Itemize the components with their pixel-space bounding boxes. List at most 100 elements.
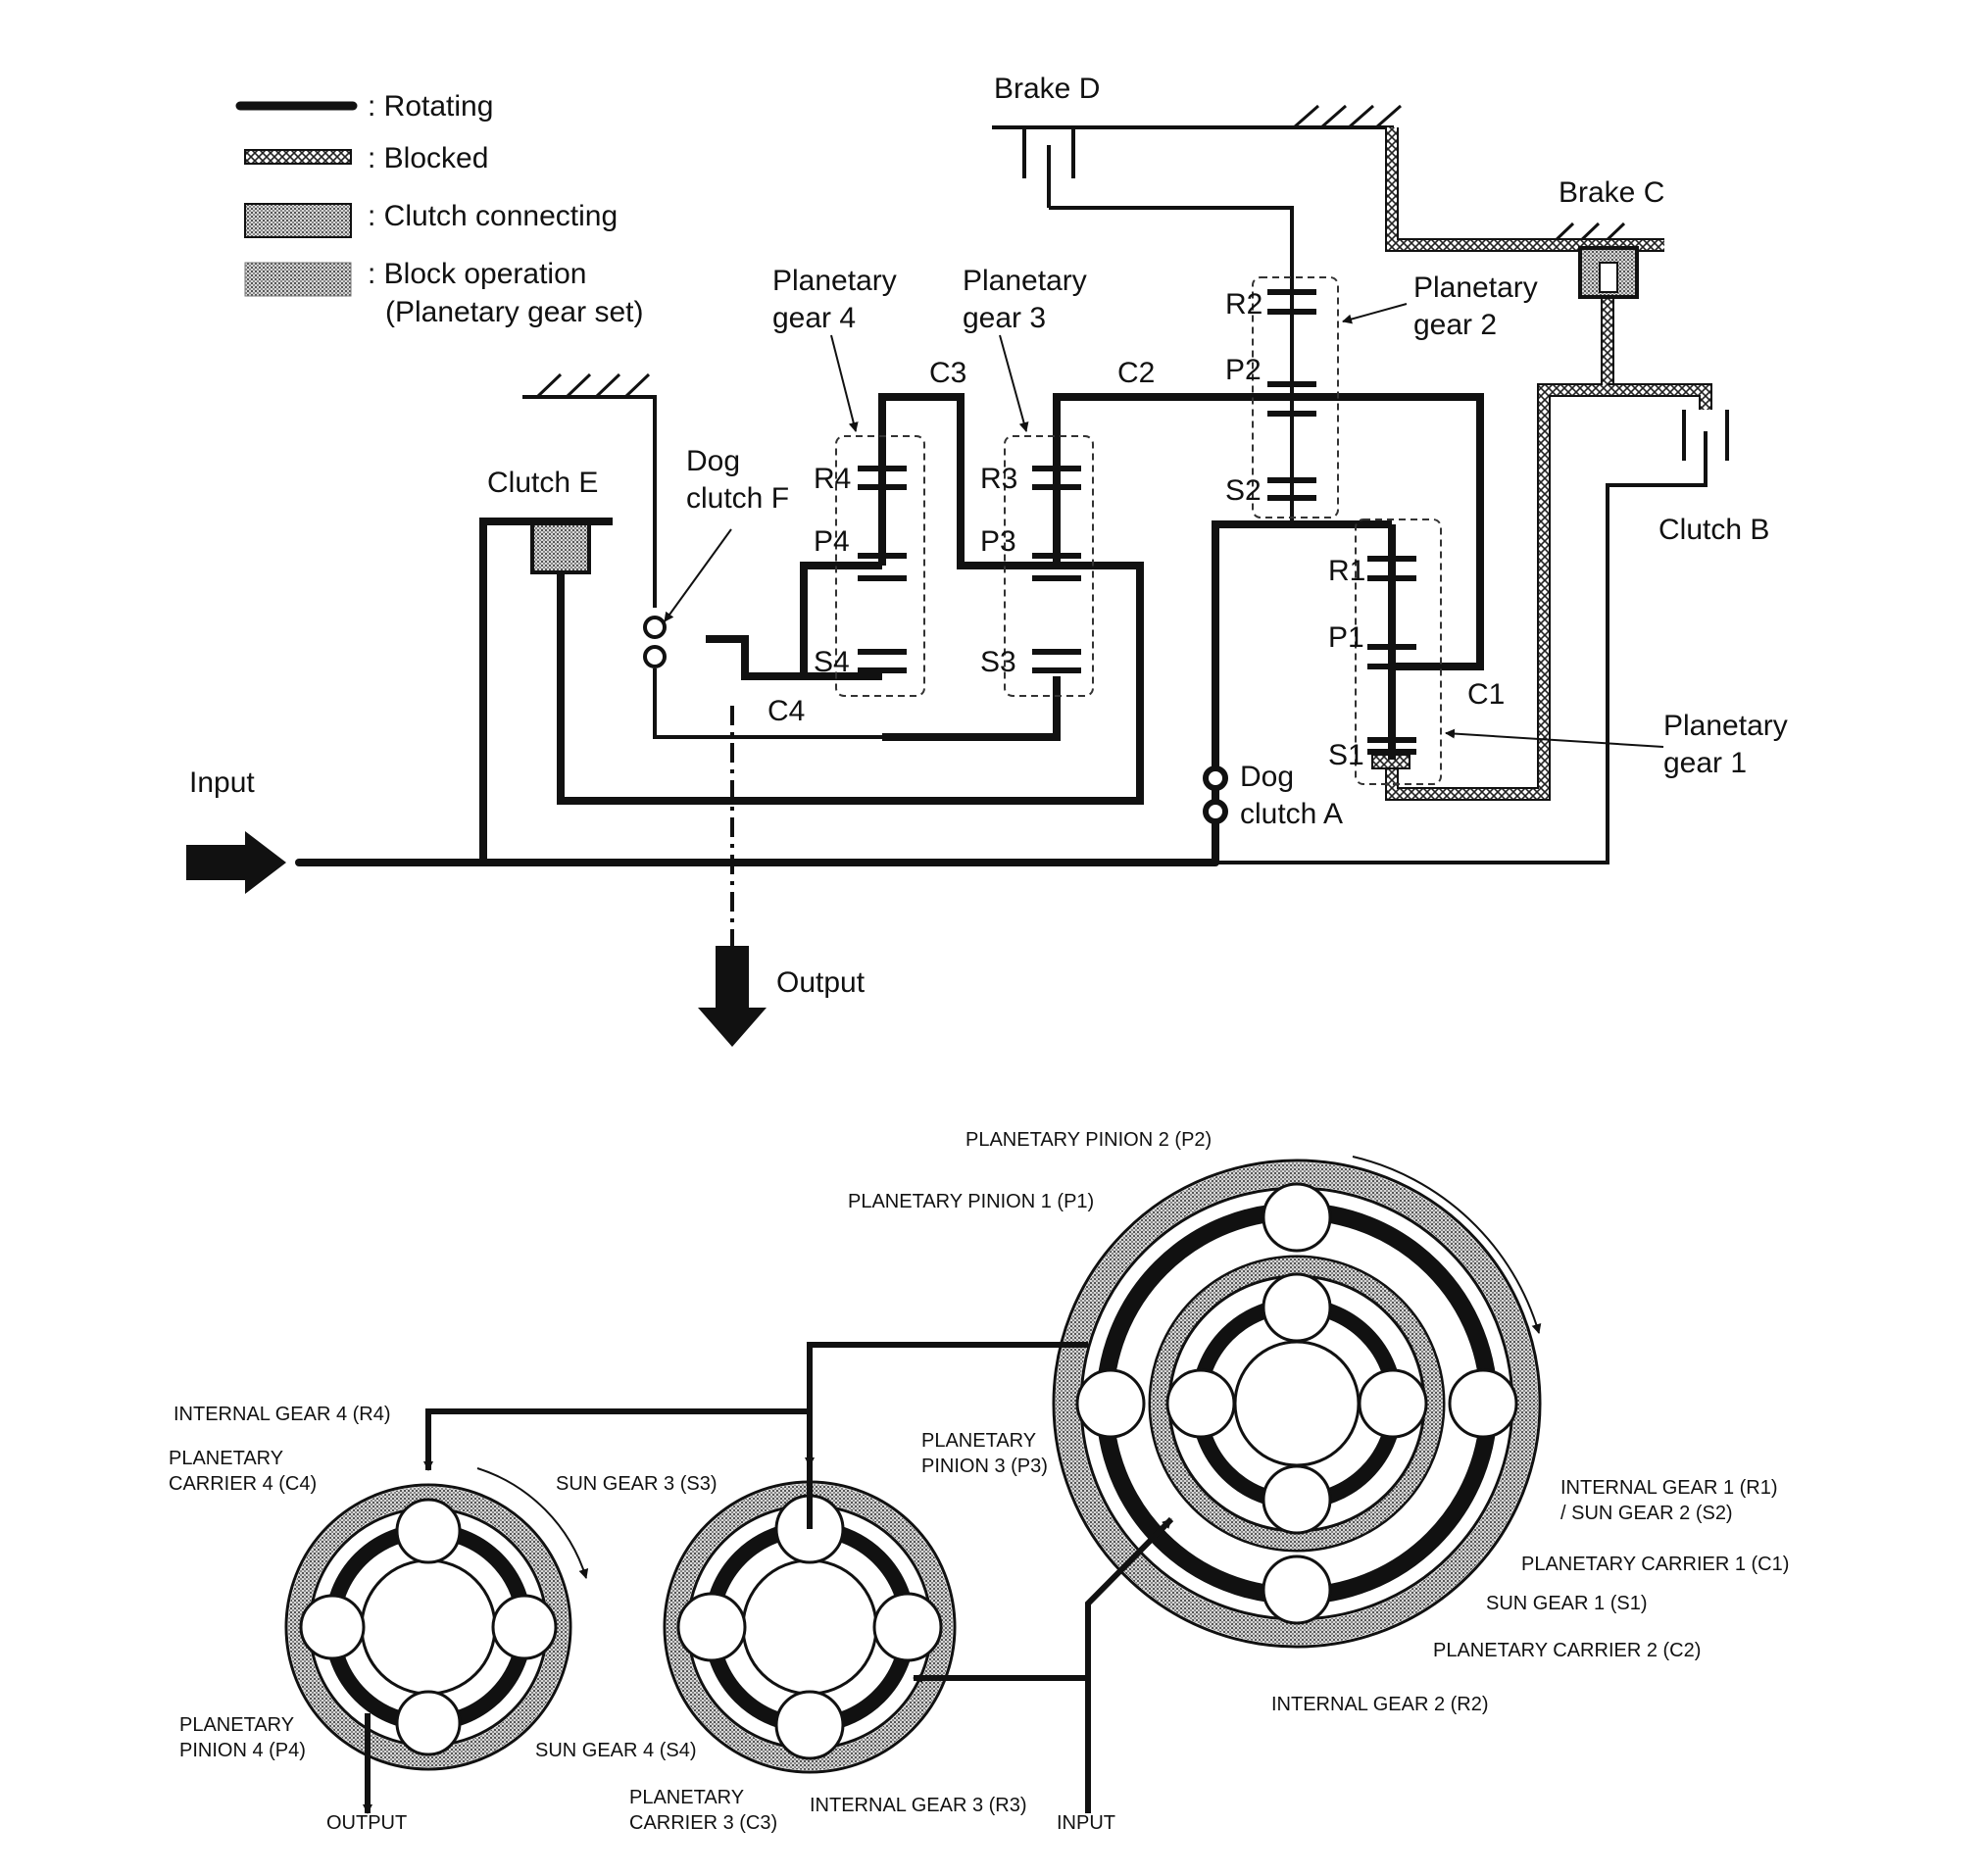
brake-c [1578, 246, 1639, 299]
carrier-3-label: PLANETARY [629, 1787, 744, 1808]
internal-gear-2-label: INTERNAL GEAR 2 (R2) [1271, 1694, 1489, 1715]
planetary-gear-3-label-2: gear 3 [963, 302, 1046, 334]
internal-gear-1-label-2: / SUN GEAR 2 (S2) [1560, 1503, 1733, 1524]
p2-label: P2 [1225, 354, 1262, 386]
legend-block-op-label-2: (Planetary gear set) [385, 296, 643, 328]
legend-clutch-label: : Clutch connecting [368, 200, 618, 232]
s3-label: S3 [980, 646, 1016, 678]
clutch-e [479, 393, 1144, 863]
legend-blocked-label: : Blocked [368, 142, 488, 174]
planetary-gear-4-label-2: gear 4 [772, 302, 856, 334]
input-shaft [186, 831, 1219, 894]
pinion-1-right [1358, 1368, 1428, 1439]
dog-clutch-a [1203, 765, 1228, 824]
s4-label: S4 [814, 646, 850, 678]
dog-clutch-a-label: Dog [1240, 761, 1294, 793]
planetary-gear-2-label-2: gear 2 [1413, 309, 1497, 341]
planetary-gear-3-label: Planetary [963, 265, 1087, 297]
pinion-1-left [1165, 1368, 1236, 1439]
input-view-label: INPUT [1057, 1812, 1115, 1834]
schematic-labels: Brake D Brake C Clutch B Clutch E Dog cl… [189, 73, 1788, 999]
internal-gear-3-label: INTERNAL GEAR 3 (R3) [810, 1795, 1027, 1816]
view-labels: INTERNAL GEAR 4 (R4) PLANETARY CARRIER 4… [169, 1129, 1789, 1834]
pinion-3-bottom [774, 1690, 845, 1760]
dog-clutch-f-label-2: clutch F [686, 482, 789, 515]
sun-gear-4-label: SUN GEAR 4 (S4) [535, 1740, 696, 1761]
pinion-3-left [676, 1592, 747, 1662]
blocked-path [1371, 127, 1712, 801]
brake-d [992, 125, 1394, 524]
pinion-4-right [491, 1594, 558, 1660]
pinion-2-right [1448, 1368, 1518, 1439]
legend: : Rotating : Blocked : Clutch connecting… [235, 90, 643, 328]
carrier-1-label: PLANETARY CARRIER 1 (C1) [1521, 1554, 1789, 1575]
c4-label: C4 [767, 695, 805, 727]
pinion-4-left [299, 1594, 366, 1660]
s2-label: S2 [1225, 474, 1262, 507]
carrier-4-label: PLANETARY [169, 1448, 283, 1469]
clutch-b-label: Clutch B [1658, 514, 1769, 546]
pinion-2-top [1262, 1182, 1332, 1253]
sun-gear-3-label: SUN GEAR 3 (S3) [556, 1473, 717, 1495]
pinion-2-bottom [1262, 1555, 1332, 1625]
carrier-3-label-2: CARRIER 3 (C3) [629, 1812, 777, 1834]
pinion-1-label: PLANETARY PINION 1 (P1) [848, 1191, 1094, 1212]
pinion-3-right [872, 1592, 943, 1662]
gear-set-boxes [835, 276, 1442, 785]
pinion-2-label: PLANETARY PINION 2 (P2) [965, 1129, 1212, 1151]
p3-label: P3 [980, 525, 1016, 558]
planetary-gear-2-shaft [1212, 208, 1392, 863]
gear-set-4-view [284, 1467, 589, 1771]
pinion-1-bottom [1262, 1464, 1332, 1535]
internal-gear-1-label: INTERNAL GEAR 1 (R1) [1560, 1477, 1778, 1499]
p1-label: P1 [1328, 621, 1364, 654]
pinion-4-bottom [395, 1690, 462, 1756]
legend-blocked-swatch [244, 149, 352, 165]
legend-block-op-swatch [244, 262, 352, 297]
pinion-4-top [395, 1498, 462, 1564]
output-view-label: OUTPUT [326, 1812, 407, 1834]
schematic: Brake D Brake C Clutch B Clutch E Dog cl… [186, 73, 1788, 1047]
dog-clutch-f-label: Dog [686, 445, 740, 477]
pinion-4-label-2: PINION 4 (P4) [179, 1740, 306, 1761]
brake-d-label: Brake D [994, 73, 1100, 105]
pinion-1-top [1262, 1272, 1332, 1343]
legend-clutch-swatch [244, 203, 352, 238]
carriers-c2-c3 [878, 393, 1484, 670]
planetary-gear-4-label: Planetary [772, 265, 897, 297]
planetary-gear-1-label: Planetary [1663, 710, 1788, 742]
r2-label: R2 [1225, 288, 1262, 321]
sun-gear-1-label: SUN GEAR 1 (S1) [1486, 1593, 1647, 1614]
planetary-gear-1-label-2: gear 1 [1663, 747, 1747, 779]
c2-label: C2 [1117, 357, 1155, 389]
output-arrow [698, 946, 767, 1047]
legend-block-op-label: : Block operation [368, 258, 586, 290]
r1-label: R1 [1328, 555, 1365, 587]
legend-rotating-label: : Rotating [368, 90, 493, 123]
view-connections [363, 1342, 1174, 1814]
gear-set-1-2-view [1052, 1156, 1542, 1649]
dog-clutch-a-label-2: clutch A [1240, 798, 1343, 830]
planetary-gear-2-label: Planetary [1413, 272, 1538, 304]
carrier-2-label: PLANETARY CARRIER 2 (C2) [1433, 1640, 1701, 1661]
p4-label: P4 [814, 525, 850, 558]
s1-label: S1 [1328, 739, 1364, 771]
c3-label: C3 [929, 357, 966, 389]
clutch-e-label: Clutch E [487, 467, 598, 499]
input-arrow [186, 831, 286, 894]
r4-label: R4 [814, 463, 851, 495]
r3-label: R3 [980, 463, 1017, 495]
carrier-4-label-2: CARRIER 4 (C4) [169, 1473, 317, 1495]
brake-c-label: Brake C [1559, 176, 1664, 209]
internal-gear-4-label: INTERNAL GEAR 4 (R4) [173, 1404, 391, 1425]
c1-label: C1 [1467, 678, 1505, 711]
pinion-2-left [1075, 1368, 1146, 1439]
pointer-arrows [664, 303, 1664, 748]
pinion-3-label: PLANETARY [921, 1430, 1036, 1452]
clutch-b [1215, 410, 1729, 864]
input-label: Input [189, 766, 255, 799]
gear-ticks [858, 289, 1416, 755]
output-label: Output [776, 966, 866, 999]
pinion-4-label: PLANETARY [179, 1714, 294, 1736]
